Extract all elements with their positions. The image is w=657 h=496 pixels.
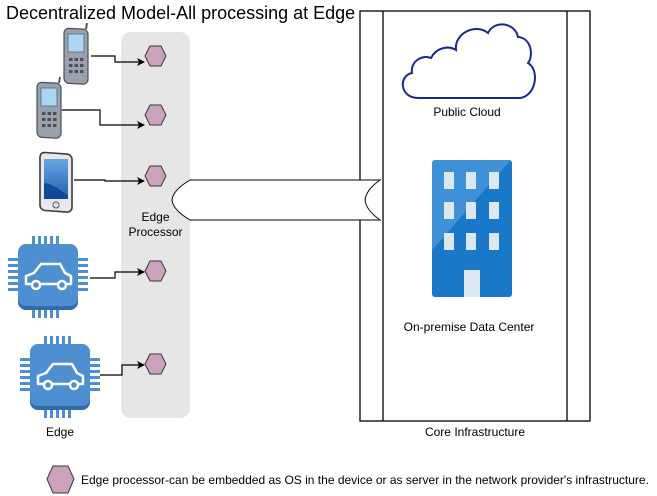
edge-processor-label-1: Edge bbox=[141, 210, 169, 224]
mobile-phone-icon bbox=[63, 22, 89, 85]
diagram-title: Decentralized Model-All processing at Ed… bbox=[6, 3, 355, 23]
data-center-building-icon bbox=[432, 160, 512, 297]
connector-phone-2 bbox=[62, 109, 145, 129]
connector-car-chip-1 bbox=[90, 268, 145, 279]
car-chip-icon bbox=[8, 236, 88, 318]
connector-tablet bbox=[74, 177, 145, 185]
legend-hexagon-icon bbox=[46, 465, 75, 494]
data-center-label: On-premise Data Center bbox=[404, 320, 535, 334]
network-pipe bbox=[171, 179, 382, 221]
public-cloud-label: Public Cloud bbox=[433, 105, 500, 119]
tablet-icon bbox=[39, 151, 73, 213]
edge-processor-node bbox=[144, 353, 167, 375]
core-infrastructure-label: Core Infrastructure bbox=[425, 425, 525, 439]
connector-phone-1 bbox=[91, 55, 145, 66]
edge-processor-node bbox=[144, 104, 167, 126]
legend-text: Edge processor-can be embedded as OS in … bbox=[81, 473, 649, 487]
edge-devices-label: Edge bbox=[46, 425, 74, 439]
edge-processor-label-2: Processor bbox=[128, 225, 182, 239]
edge-processor-node bbox=[144, 45, 167, 67]
car-chip-icon bbox=[20, 336, 100, 418]
mobile-phone-icon bbox=[36, 76, 62, 139]
edge-processor-node bbox=[144, 260, 167, 282]
connector-car-chip-2 bbox=[100, 361, 145, 376]
public-cloud-icon bbox=[402, 23, 536, 99]
edge-processor-node bbox=[144, 165, 167, 187]
